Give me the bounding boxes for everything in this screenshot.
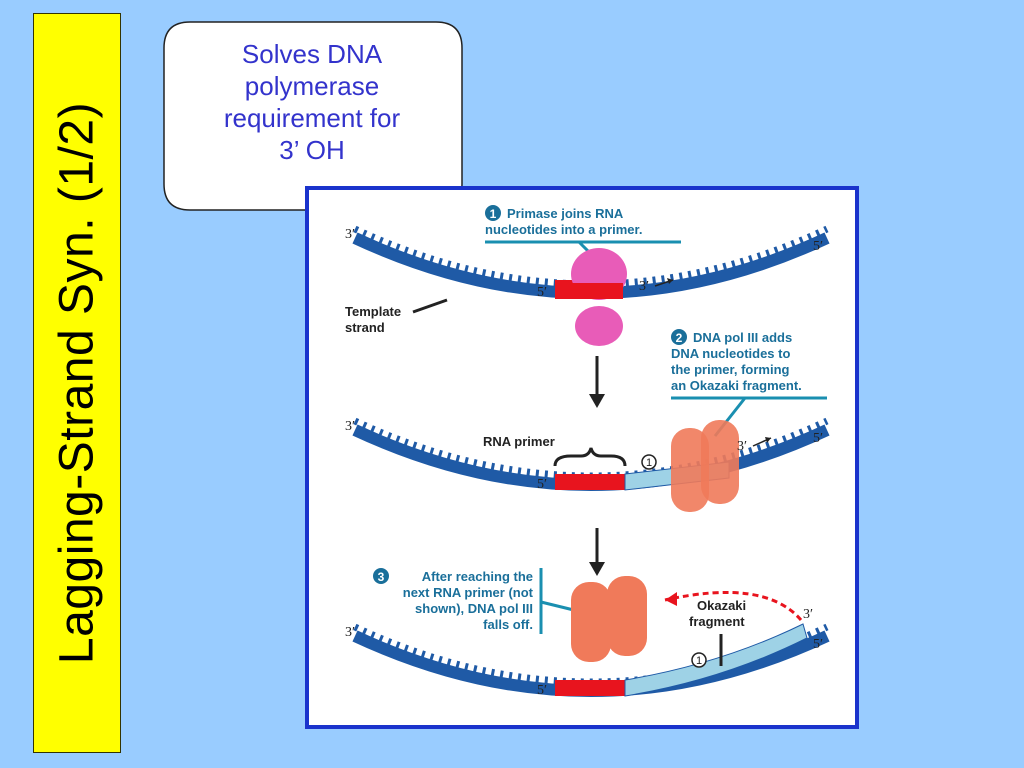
step-2-line: the primer, forming (671, 362, 790, 377)
step-2-line: DNA nucleotides to (671, 346, 790, 361)
template-strand-pointer (412, 298, 448, 314)
five-prime-label: 5′ (537, 285, 547, 300)
speech-bubble-text: Solves DNA polymerase requirement for 3’… (180, 38, 444, 166)
five-prime-label: 5′ (813, 239, 823, 254)
rna-primer-brace (553, 447, 627, 467)
title-bar: Lagging-Strand Syn. (1/2) (33, 13, 121, 753)
step-2-badge (671, 329, 687, 345)
fragment-marker (691, 652, 707, 668)
rna-primer-bar (555, 680, 625, 696)
fragment-marker (641, 454, 657, 470)
dna-pol-iii-enzyme (671, 428, 709, 512)
step-3-number: 3 (378, 570, 385, 584)
speech-bubble-line: polymerase (244, 71, 380, 101)
speech-bubble-line: Solves DNA (241, 39, 383, 69)
dashed-return-arrow (664, 591, 803, 621)
panel-3: 1 Okazaki fragment 3′ 3′ 5′ 5′ (345, 576, 830, 698)
lagging-strand-diagram: 1 Primase joins RNA nucleotides into a p… (345, 205, 830, 698)
primase-enzyme-lower (575, 306, 623, 346)
five-prime-label: 5′ (813, 431, 823, 446)
speech-bubble-line: 3’ OH (279, 135, 345, 165)
step-1-line: Primase joins RNA (507, 206, 624, 221)
speech-bubble-line: requirement for (223, 103, 401, 133)
step-2-line: an Okazaki fragment. (671, 378, 802, 393)
rna-primer-label: RNA primer (483, 434, 555, 449)
okazaki-fragment (624, 623, 808, 697)
template-strand-label: Template (345, 304, 401, 319)
fragment-marker-label: 1 (696, 655, 702, 667)
dna-pol-iii-enzyme (701, 420, 739, 504)
fragment-marker-label: 1 (646, 457, 652, 469)
step-3-line: shown), DNA pol III (415, 601, 533, 616)
rna-primer-bar (555, 474, 625, 490)
step-2-line: DNA pol III adds (693, 330, 792, 345)
extension-arrowhead (667, 278, 673, 284)
okazaki-fragment-label: Okazaki (697, 598, 746, 613)
three-prime-label: 3′ (345, 419, 355, 434)
dna-pol-iii-released (607, 576, 647, 656)
dna-pol-iii-released (571, 582, 611, 662)
down-arrow-2 (589, 528, 605, 576)
step-2-annotation: 2 DNA pol III adds DNA nucleotides to th… (671, 329, 827, 437)
step-3-line: falls off. (483, 617, 533, 632)
three-prime-label: 3′ (639, 279, 649, 294)
five-prime-label: 5′ (537, 683, 547, 698)
three-prime-label: 3′ (803, 607, 813, 622)
step-1-line: nucleotides into a primer. (485, 222, 642, 237)
step-2-number: 2 (676, 331, 683, 345)
step-1-badge (485, 205, 501, 221)
step-3-line: After reaching the (422, 569, 533, 584)
panel-2: 1 RNA primer 3′ 5′ 5′ 3′ (345, 417, 830, 512)
three-prime-label: 3′ (345, 227, 355, 242)
panel-1: 3′ 5′ 5′ 3′ Template strand (345, 225, 830, 346)
five-prime-label: 5′ (537, 477, 547, 492)
lagging-strand-figure: 1 Primase joins RNA nucleotides into a p… (305, 186, 859, 729)
dashed-return-arrowhead (665, 592, 677, 606)
down-arrow-1 (589, 356, 605, 408)
step-3-annotation: 3 After reaching the next RNA primer (no… (373, 568, 632, 634)
five-prime-label: 5′ (813, 637, 823, 652)
step-3-badge (373, 568, 389, 584)
okazaki-fragment-label: fragment (689, 614, 745, 629)
extension-arrowhead (765, 437, 771, 443)
rna-primer-bar (555, 283, 623, 299)
step-1-number: 1 (490, 207, 497, 221)
three-prime-label: 3′ (345, 625, 355, 640)
three-prime-label: 3′ (737, 439, 747, 454)
template-strand-label: strand (345, 320, 385, 335)
step-3-line: next RNA primer (not (403, 585, 534, 600)
